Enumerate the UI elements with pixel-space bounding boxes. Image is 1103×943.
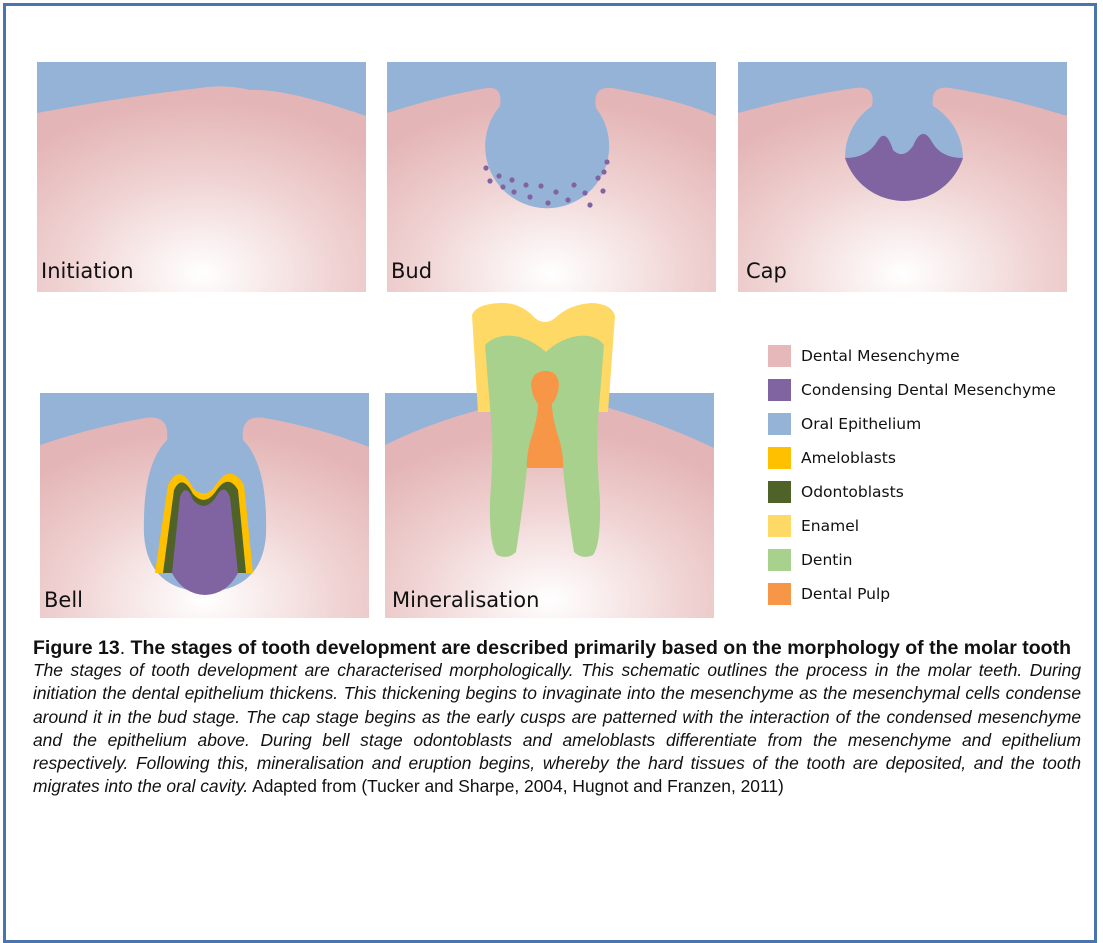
tooth-development-diagram: Initiation Bud (0, 0, 1103, 630)
caption-body: The stages of tooth development are char… (33, 659, 1081, 799)
cell-dot (601, 169, 606, 174)
panel-label: Cap (746, 259, 787, 283)
legend-item: Dental Pulp (768, 583, 890, 605)
panel-bell: Bell (40, 393, 369, 618)
cell-dot (553, 189, 558, 194)
panel-bud: Bud (387, 62, 716, 292)
panel-label: Bell (44, 588, 83, 612)
caption-title: Figure 13. The stages of tooth developme… (33, 637, 1081, 659)
legend-label: Ameloblasts (801, 449, 896, 467)
cell-dot (523, 182, 528, 187)
legend-item: Odontoblasts (768, 481, 904, 503)
cell-dot (500, 184, 505, 189)
panel-label: Initiation (41, 259, 134, 283)
cell-dot (582, 190, 587, 195)
cell-dot (511, 189, 516, 194)
legend-item: Ameloblasts (768, 447, 896, 469)
panel-mineralisation: Mineralisation (385, 303, 714, 618)
cell-dot (496, 173, 501, 178)
cell-dot (538, 183, 543, 188)
panel-label: Mineralisation (392, 588, 539, 612)
legend-swatch (768, 549, 791, 571)
legend-item: Enamel (768, 515, 859, 537)
cell-dot (595, 175, 600, 180)
cell-dot (483, 165, 488, 170)
cell-dot (487, 178, 492, 183)
legend: Dental Mesenchyme Condensing Dental Mese… (768, 345, 1056, 605)
legend-label: Dental Mesenchyme (801, 347, 960, 365)
legend-swatch (768, 583, 791, 605)
cell-dot (527, 194, 532, 199)
legend-swatch (768, 345, 791, 367)
legend-label: Odontoblasts (801, 483, 904, 501)
cell-dot (587, 202, 592, 207)
legend-label: Dentin (801, 551, 853, 569)
legend-label: Dental Pulp (801, 585, 890, 603)
figure-caption: Figure 13. The stages of tooth developme… (33, 637, 1081, 799)
legend-item: Oral Epithelium (768, 413, 921, 435)
legend-swatch (768, 481, 791, 503)
legend-item: Dental Mesenchyme (768, 345, 960, 367)
caption-title-text: The stages of tooth development are desc… (125, 637, 1071, 659)
legend-swatch (768, 515, 791, 537)
legend-swatch (768, 379, 791, 401)
cell-dot (571, 182, 576, 187)
legend-item: Dentin (768, 549, 853, 571)
panel-label: Bud (391, 259, 432, 283)
legend-label: Condensing Dental Mesenchyme (801, 381, 1056, 399)
cell-dot (600, 188, 605, 193)
cell-dot (604, 159, 609, 164)
legend-swatch (768, 447, 791, 469)
legend-item: Condensing Dental Mesenchyme (768, 379, 1056, 401)
figure-label: Figure 13 (33, 637, 120, 659)
legend-swatch (768, 413, 791, 435)
legend-label: Enamel (801, 517, 859, 535)
cell-dot (565, 197, 570, 202)
caption-attribution: Adapted from (Tucker and Sharpe, 2004, H… (248, 776, 784, 796)
panel-cap: Cap (738, 62, 1067, 292)
cell-dot (545, 200, 550, 205)
legend-label: Oral Epithelium (801, 415, 921, 433)
cell-dot (509, 177, 514, 182)
panel-initiation: Initiation (37, 62, 366, 292)
